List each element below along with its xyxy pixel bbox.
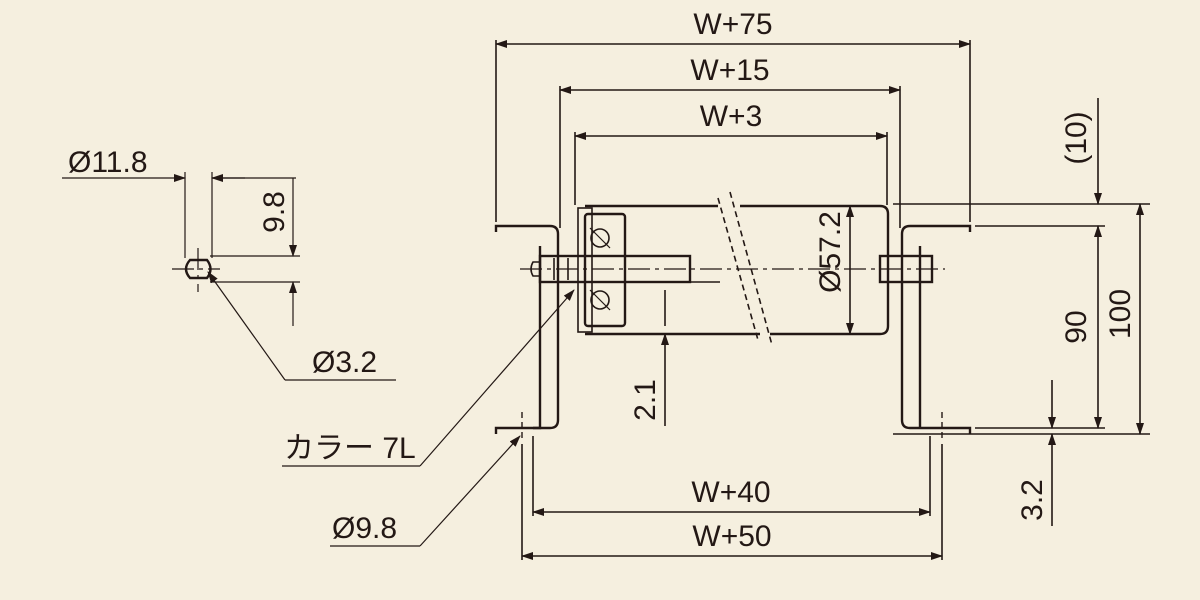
dim-slot-dia: Ø9.8 [332, 512, 397, 545]
dim-flange: 2.1 [629, 379, 662, 421]
dim-plate-thickness: 3.2 [1016, 479, 1049, 521]
leaders: カラー 7L Ø9.8 [282, 289, 575, 547]
dim-w75: W+75 [693, 8, 772, 41]
dim-w3: W+3 [700, 100, 763, 133]
dim-h90: 90 [1060, 310, 1093, 343]
side-frames [494, 203, 1150, 442]
dim-w15: W+15 [690, 54, 769, 87]
dim-shaft-flat: 9.8 [258, 191, 291, 233]
dim-hole-dia: Ø3.2 [312, 346, 377, 379]
horizontal-dimensions: W+75 W+15 W+3 W+40 W+50 [495, 8, 971, 560]
dim-w40: W+40 [691, 476, 770, 509]
roller [520, 191, 945, 346]
dim-roller-dia: Ø57.2 [814, 211, 847, 293]
dim-h10: (10) [1060, 111, 1093, 164]
label-collar: カラー 7L [284, 432, 416, 465]
dim-shaft-dia: Ø11.8 [68, 146, 148, 179]
vertical-dimensions: Ø57.2 (10) 90 100 3.2 2.1 [629, 98, 1144, 526]
dim-h100: 100 [1104, 289, 1137, 339]
dim-w50: W+50 [692, 520, 771, 553]
shaft-end-detail: Ø11.8 9.8 Ø3.2 [62, 146, 396, 381]
